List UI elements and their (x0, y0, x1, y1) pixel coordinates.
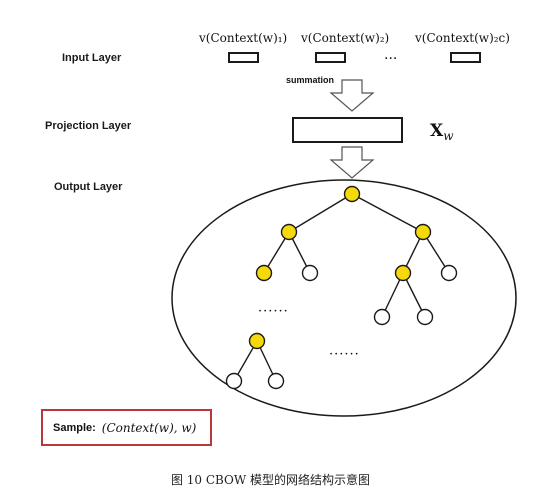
context-vector-label-2c: v(Context(w)₂c) (414, 31, 510, 45)
tree-node-inner (414, 223, 432, 241)
tree-node-leaf (373, 308, 391, 326)
tree-node-inner (394, 264, 412, 282)
tree-node-inner (255, 264, 273, 282)
summation-arrow (329, 79, 375, 112)
output-ellipse (171, 179, 517, 417)
sample-value: (Context(w), w) (101, 420, 197, 435)
projection-vector-label: Xw (430, 121, 454, 143)
sample-key: Sample: (53, 421, 96, 434)
tree-node-root (343, 185, 361, 203)
tree-dots-right: ······ (329, 347, 360, 362)
figure-caption: 图 10 CBOW 模型的网络结构示意图 (170, 473, 371, 487)
tree-dots-left: ······ (258, 304, 289, 319)
projection-box (292, 117, 403, 143)
projection-layer-label: Projection Layer (45, 120, 132, 132)
tree-node-leaf (416, 308, 434, 326)
tree-node-leaf (225, 372, 243, 390)
sample-box: Sample: (Context(w), w) (41, 409, 212, 446)
summation-label: summation (286, 75, 334, 85)
context-vector-label-2: v(Context(w)₂) (300, 31, 389, 45)
input-vector-box-2c (450, 52, 481, 63)
tree-node-inner (280, 223, 298, 241)
projection-vector-subscript: w (443, 129, 454, 143)
input-ellipsis: ··· (384, 51, 397, 67)
tree-node-leaf (440, 264, 458, 282)
tree-node-inner (248, 332, 266, 350)
input-vector-box-2 (315, 52, 346, 63)
output-layer-label: Output Layer (54, 181, 123, 193)
input-layer-label: Input Layer (62, 52, 122, 64)
projection-vector-symbol: X (430, 121, 444, 141)
tree-nodes (225, 185, 458, 390)
projection-arrow (329, 146, 375, 179)
tree-node-leaf (301, 264, 319, 282)
input-vector-box-1 (228, 52, 259, 63)
context-vector-label-1: v(Context(w)₁) (198, 31, 287, 45)
tree-node-leaf (267, 372, 285, 390)
